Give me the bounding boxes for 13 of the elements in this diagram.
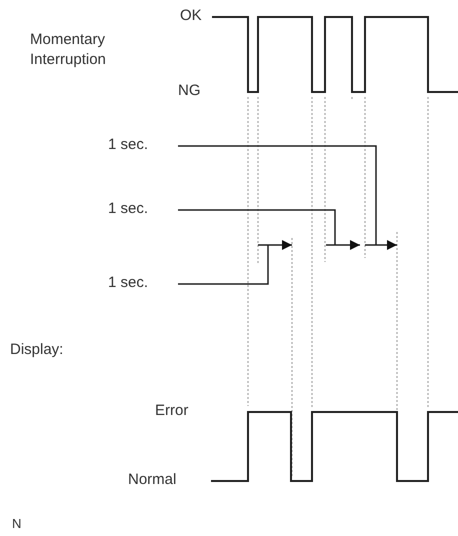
duration-label: 1 sec. — [108, 200, 148, 218]
timing-arrow — [178, 240, 292, 285]
level-label: OK — [180, 7, 202, 25]
section-heading: Display: — [10, 341, 64, 359]
level-label: NG — [178, 82, 200, 100]
level-label: Error — [155, 402, 188, 420]
timing-arrow — [178, 145, 397, 250]
signal-name: Momentary Interruption — [30, 30, 107, 69]
figure-code: N — [12, 516, 22, 532]
duration-label: 1 sec. — [108, 136, 148, 154]
duration-label: 1 sec. — [108, 274, 148, 292]
timing-arrow — [178, 209, 360, 250]
level-label: Normal — [128, 471, 176, 489]
